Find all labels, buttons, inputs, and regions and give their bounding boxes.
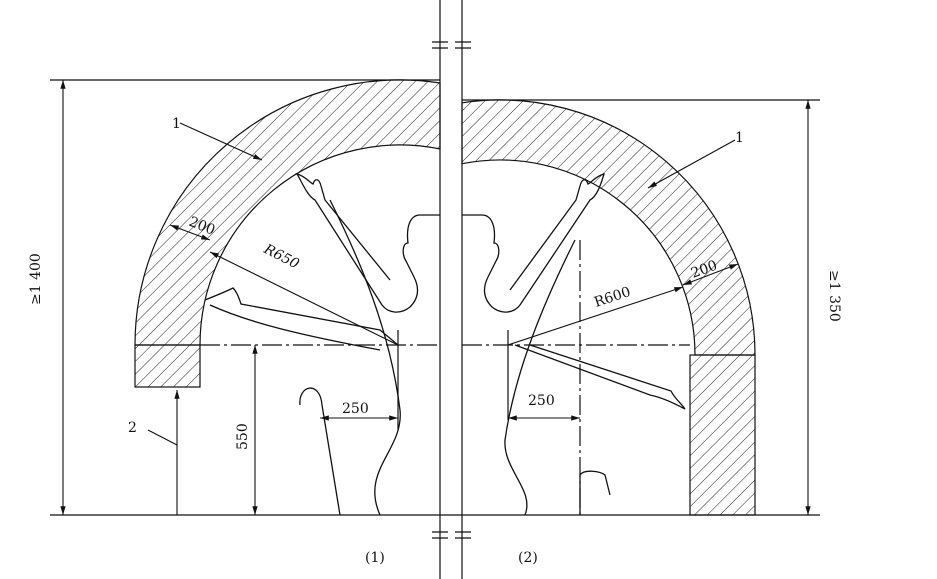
view-label-left: (1) — [365, 550, 385, 566]
operator-figure-right — [462, 173, 686, 516]
construction-lines — [50, 0, 820, 579]
radius-label-right: R600 — [592, 284, 632, 311]
operator-figure-left — [204, 172, 440, 516]
seat-height-label: 550 — [235, 423, 251, 450]
offset-label-right: 250 — [528, 393, 555, 409]
height-label-left: ≥1 400 — [28, 253, 44, 305]
part-2-label: 2 — [128, 420, 137, 436]
part-1-label-left: 1 — [172, 116, 181, 132]
dimension-lines — [60, 80, 811, 515]
height-label-right: ≥1 350 — [826, 270, 842, 322]
part-1-label-right: 1 — [735, 130, 744, 146]
offset-label-left: 250 — [342, 401, 369, 417]
view-label-right: (2) — [518, 550, 538, 566]
radius-label-left: R650 — [260, 241, 301, 273]
